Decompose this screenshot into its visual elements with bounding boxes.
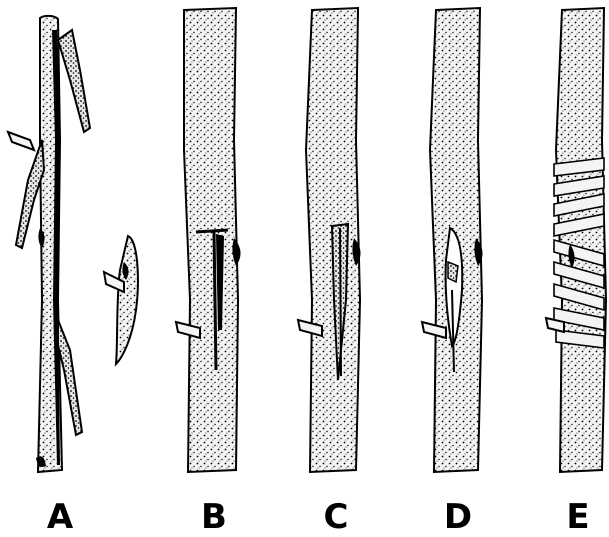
panel-e-wrapped — [546, 8, 606, 472]
panel-d-in-place — [422, 8, 483, 472]
panel-c-insert — [298, 8, 361, 472]
shield-edge-c — [340, 228, 341, 376]
rootstock-trunk-e — [556, 8, 606, 472]
panel-b-t-cut — [176, 8, 241, 472]
bud-inside-d — [448, 262, 458, 282]
panel-label-b: B — [184, 500, 244, 534]
panel-label-c: C — [306, 500, 366, 534]
panel-label-e: E — [548, 500, 608, 534]
rootstock-trunk-b — [184, 8, 238, 472]
panel-a-budwood — [8, 16, 138, 472]
t-cut-vertical — [214, 232, 216, 370]
panel-label-d: D — [428, 500, 488, 534]
bud-shield — [116, 236, 138, 364]
panel-label-a: A — [30, 500, 90, 534]
leaf-stalk-top — [58, 30, 90, 132]
petiole-stub-left — [8, 132, 34, 150]
t-cut-horizontal — [196, 230, 228, 232]
raffia-wrap — [554, 158, 604, 348]
